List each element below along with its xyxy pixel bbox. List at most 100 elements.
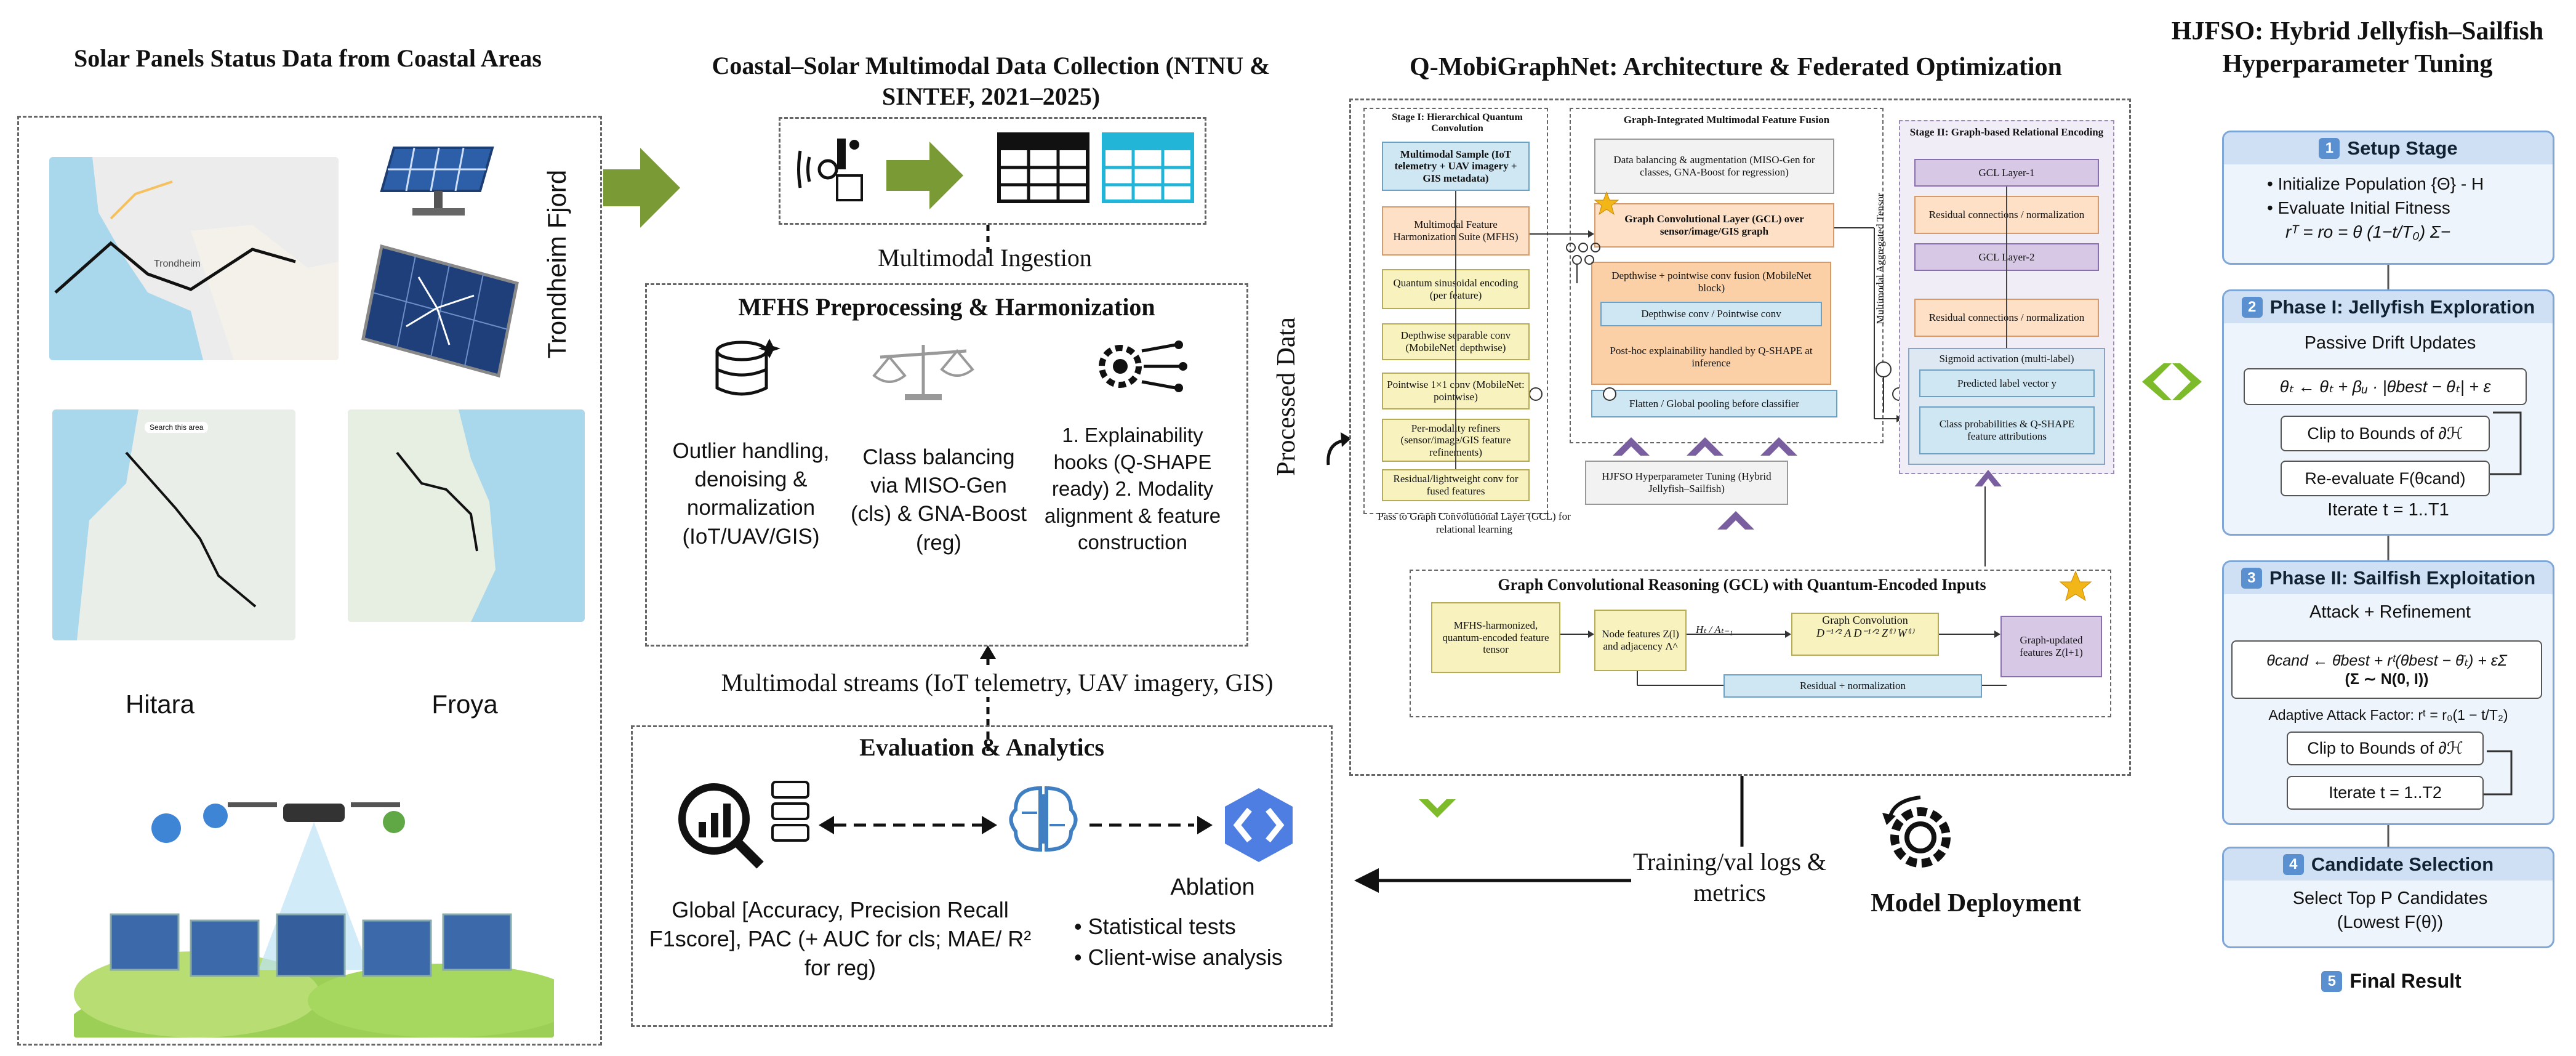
froya-label: Froya [431, 690, 498, 719]
fusion-post: Post-hoc explainability handled by Q-SHA… [1610, 345, 1813, 369]
pass-label: Pass to Graph Convolutional Layer (GCL) … [1378, 510, 1571, 536]
eval-arrow-double [819, 816, 997, 834]
ablation-icon [1219, 785, 1299, 865]
table-icon-black [997, 132, 1089, 203]
agg-label: Multimodal Aggregated Tensor [1874, 193, 1886, 324]
collection-frame [779, 117, 1206, 225]
ai-brain-icon [1003, 782, 1083, 856]
candidate-line-2: (Lowest F(θ)) [2337, 913, 2444, 933]
panel2-title: Coastal–Solar Multimodal Data Collection… [712, 52, 1270, 110]
setup-formula: rᵀ = ro = θ (1−t/T₀) Σ− [2285, 222, 2451, 242]
table-icon-cyan [1102, 132, 1194, 203]
sailfish-formula: θcand ← θ̄best + rᵗ(θbest − θ̄ₜ) + εΣ [2266, 651, 2507, 669]
fusion-star-icon [1594, 191, 1619, 216]
processed-label: Processed Data [1272, 317, 1301, 476]
hjfso-setup-head: 1 Setup Stage [2224, 132, 2553, 164]
sailfish-sub: Attack + Refinement [2309, 602, 2471, 622]
fusion-frame [1570, 108, 1884, 443]
step5-number: 5 [2321, 970, 2343, 992]
hjfso-title: HJFSO: Hybrid Jellyfish–Sailfish Hyperpa… [2171, 17, 2544, 78]
gcr-ht: Hₜ / Aₜ₋₁ [1696, 624, 1733, 635]
hj-arrow-3 [2387, 825, 2389, 847]
gcr-conv: Graph Convolution [1822, 614, 1908, 626]
stage2-connectors [2006, 187, 2007, 348]
database-clean-icon [708, 333, 788, 406]
eval-bullet-2: • Client-wise analysis [1074, 945, 1283, 970]
jellyfish-clip: Clip to Bounds of ∂ℋ [2281, 416, 2490, 451]
eval-bullet-2-text: Client-wise analysis [1088, 945, 1283, 970]
fusion-gcl: Graph Convolutional Layer (GCL) over sen… [1594, 203, 1834, 248]
ingestion-label: Multimodal Ingestion [878, 244, 1092, 272]
training-label: Training/val logs & metrics [1631, 847, 1828, 908]
map-search-chip: Search this area [145, 422, 209, 433]
sailfish-formula-dist: (Σ ∼ N(0, I)) [2345, 670, 2429, 688]
processed-label-wrap: Processed Data [1262, 259, 1317, 542]
list-icon [769, 779, 813, 847]
arrow-panel1-to-panel2 [603, 148, 680, 228]
hjfso-setup-card: 1 Setup Stage • Initialize Population {Θ}… [2222, 131, 2554, 265]
jellyfish-loop [2490, 411, 2522, 475]
mfhs-col1: Outlier handling, denoising & normalizat… [672, 439, 830, 549]
jellyfish-sub: Passive Drift Updates [2304, 333, 2476, 353]
panel1-frame [17, 116, 602, 1046]
candidate-body: Select Top P Candidates (Lowest F(θ)) [2224, 887, 2556, 935]
step5-title: Final Result [2349, 970, 2462, 992]
gcr-node: Node features Z(l) and adjacency Λ^ [1594, 610, 1687, 671]
solar-farm-illustration [68, 760, 579, 1056]
arrow-collect [886, 142, 963, 209]
panel1-title: Solar Panels Status Data from Coastal Ar… [74, 44, 542, 72]
mfhs-frame [645, 283, 1248, 647]
hjfso-jellyfish-head: 2 Phase I: Jellyfish Exploration [2224, 291, 2553, 323]
fusion-dw: Depthwise + pointwise conv fusion (Mobil… [1611, 269, 1812, 294]
step2-number: 2 [2241, 297, 2263, 318]
eval-title: Evaluation & Analytics [859, 733, 1104, 761]
jellyfish-reeval: Re-evaluate F(θcand) [2281, 461, 2490, 496]
deploy-label: Model Deployment [1871, 889, 2081, 917]
graph-nodes-icon [1566, 243, 1600, 283]
gcr-res: Residual + normalization [1723, 674, 1982, 698]
step3-title: Phase II: Sailfish Exploitation [2269, 567, 2536, 589]
streams-label: Multimodal streams (IoT telemetry, UAV i… [652, 668, 1342, 697]
step1-title: Setup Stage [2347, 137, 2458, 159]
fusion-dw2: Depthwise conv / Pointwise conv [1600, 302, 1822, 326]
eval-global-metrics: Global [Accuracy, Precision Recall F1sco… [649, 897, 1032, 980]
map-town-label: Trondheim [154, 259, 201, 269]
jellyfish-iter: Iterate t = 1..T1 [2327, 500, 2449, 520]
hjfso-setup-body: • Initialize Population {Θ} - H • Evalua… [2224, 164, 2553, 244]
fusion-title: Graph-Integrated Multimodal Feature Fusi… [1623, 114, 1830, 126]
qmobi-title: Q-MobiGraphNet: Architecture & Federated… [1410, 53, 2062, 81]
gcr-formula: D⁻¹ᐟ² A D⁻¹ᐟ² Z⁽ˡ⁾ W⁽ˡ⁾ [1816, 627, 1914, 639]
sailfish-iter: Iterate t = 1..T2 [2287, 776, 2484, 810]
hjfso-tuning-box: HJFSO Hyperparameter Tuning (Hybrid Jell… [1585, 461, 1788, 505]
jellyfish-formula: θₜ ← θₜ + βᵤ · |θbest − θₜ| + ε [2244, 368, 2527, 405]
eval-arrow-right [1089, 816, 1213, 834]
gcr-star-icon [2059, 570, 2092, 602]
setup-bullet-1: • Initialize Population {Θ} - H [2267, 174, 2484, 193]
fusion-flatten: Flatten / Global pooling before classifi… [1591, 390, 1837, 417]
candidate-line-1: Select Top P Candidates [2292, 889, 2488, 908]
s2-class: Class probabilities & Q-SHAPE feature at… [1919, 406, 2095, 454]
analytics-magnifier-icon [674, 779, 766, 871]
hitara-label: Hitara [125, 690, 195, 719]
deployment-gear-icon [1877, 791, 1964, 877]
gcr-frame [1410, 570, 2111, 717]
trondheim-label-wrap: Trondheim Fjord [520, 151, 588, 385]
map-trondheim: Trondheim [49, 157, 339, 360]
balance-scale-icon [868, 336, 979, 403]
map-trondheim-graphic [49, 157, 339, 360]
mfhs-col3: 1. Explainability hooks (Q-SHAPE ready) … [1044, 424, 1221, 554]
s1-sample: Multimodal Sample (IoT telemetry + UAV i… [1382, 142, 1530, 191]
broken-panel-icon [357, 234, 523, 382]
gcr-connectors [1560, 631, 2007, 686]
gcr-title: Graph Convolutional Reasoning (GCL) with… [1498, 576, 1986, 594]
ingestion-dash [986, 225, 990, 256]
hj-arrow-2 [2387, 536, 2389, 560]
gcr-conv-box: Graph Convolution D⁻¹ᐟ² A D⁻¹ᐟ² Z⁽ˡ⁾ W⁽ˡ… [1791, 613, 1939, 656]
sailfish-clip: Clip to Bounds of ∂ℋ [2287, 732, 2484, 765]
gcr-mfhs: MFHS-harmonized, quantum-encoded feature… [1431, 602, 1560, 673]
step2-title: Phase I: Jellyfish Exploration [2269, 296, 2535, 318]
fusion-chevrons [1613, 437, 1797, 456]
step1-number: 1 [2319, 138, 2340, 159]
